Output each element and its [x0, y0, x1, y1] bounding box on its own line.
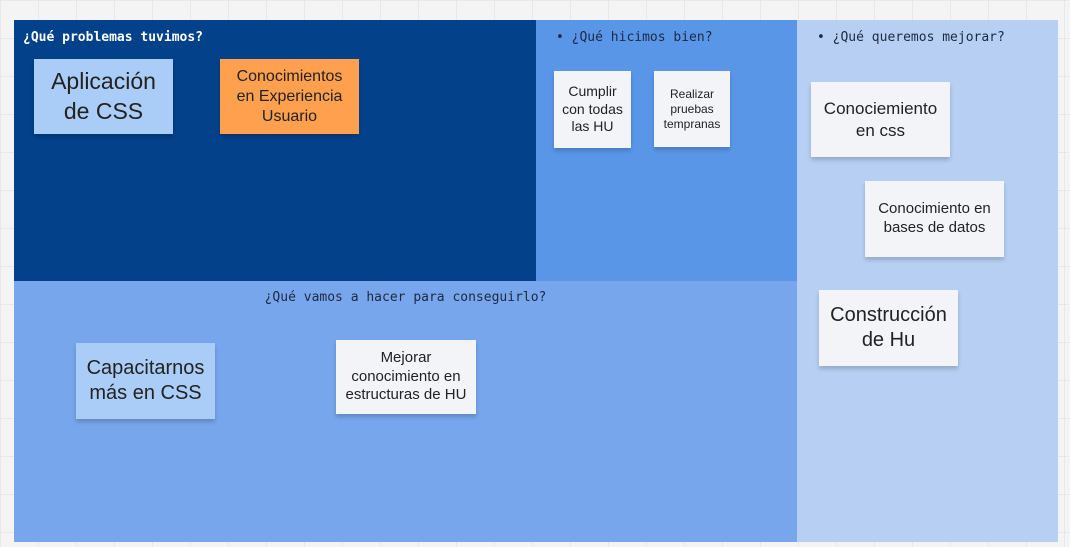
- sticky-note-db-knowledge[interactable]: Conocimiento en bases de datos: [865, 181, 1004, 257]
- sticky-note-hu-structures[interactable]: Mejorar conocimiento en estructuras de H…: [336, 340, 476, 414]
- sticky-note-text: Aplicación de CSS: [51, 67, 156, 124]
- sticky-note-text: Capacitarnos más en CSS: [86, 357, 205, 404]
- sticky-note-all-hu[interactable]: Cumplir con todas las HU: [554, 71, 631, 148]
- sticky-note-text: Cumplir con todas las HU: [562, 83, 623, 135]
- frame-title-what-went-well: • ¿Qué hicimos bien?: [556, 30, 713, 45]
- frame-what-went-well[interactable]: • ¿Qué hicimos bien?: [536, 20, 797, 281]
- sticky-note-text: Conociemiento en css: [823, 99, 938, 140]
- sticky-note-text: Mejorar conocimiento en estructuras de H…: [345, 348, 467, 404]
- sticky-note-text: Realizar pruebas tempranas: [663, 86, 721, 131]
- sticky-note-hu-building[interactable]: Construcción de Hu: [819, 290, 958, 366]
- sticky-note-text: Conocimientos en Experiencia Usuario: [236, 67, 343, 125]
- sticky-note-text: Construcción de Hu: [830, 304, 947, 351]
- sticky-note-css-training[interactable]: Capacitarnos más en CSS: [76, 343, 215, 419]
- frame-title-problems: ¿Qué problemas tuvimos?: [23, 30, 204, 45]
- sticky-note-css-knowledge[interactable]: Conociemiento en css: [811, 82, 950, 157]
- sticky-note-css-application[interactable]: Aplicación de CSS: [34, 59, 173, 134]
- frame-title-what-to-improve: • ¿Qué queremos mejorar?: [817, 30, 1005, 45]
- sticky-note-ux-knowledge[interactable]: Conocimientos en Experiencia Usuario: [220, 59, 359, 134]
- sticky-note-early-tests[interactable]: Realizar pruebas tempranas: [654, 71, 730, 147]
- frame-title-action-plan: ¿Qué vamos a hacer para conseguirlo?: [264, 290, 547, 305]
- sticky-note-text: Conocimiento en bases de datos: [878, 200, 991, 236]
